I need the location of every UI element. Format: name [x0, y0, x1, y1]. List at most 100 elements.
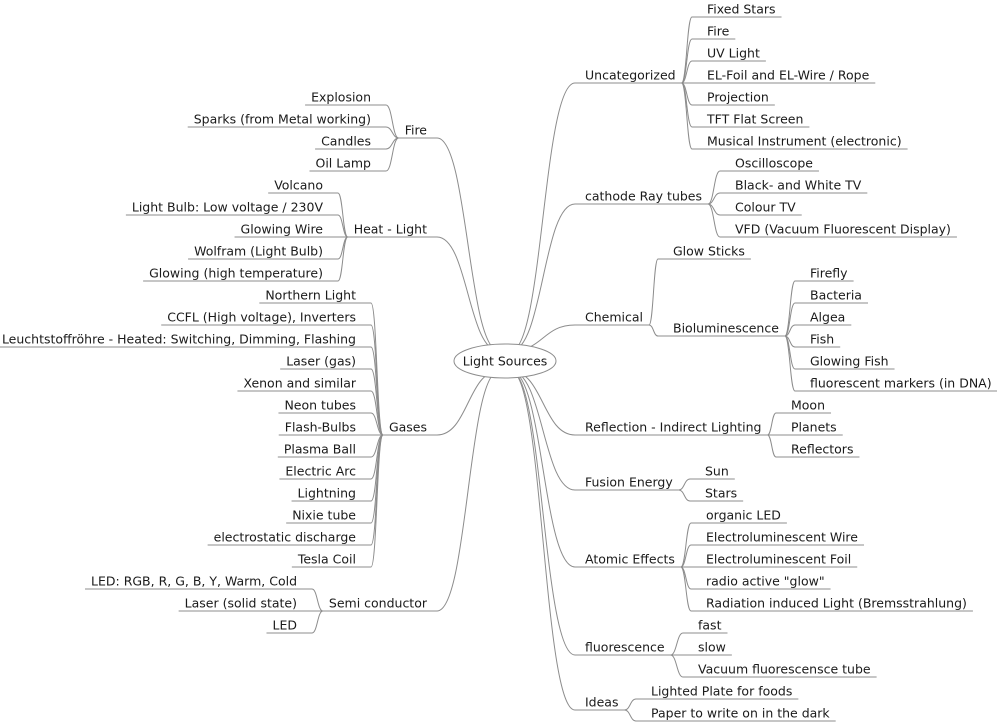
- leaf-glowing-wire[interactable]: Glowing Wire: [241, 222, 324, 237]
- connector-line: [436, 370, 500, 436]
- leaf-radiation-induced-light-bremsstrahlung[interactable]: Radiation induced Light (Bremsstrahlung): [706, 596, 967, 611]
- leaf-lightning[interactable]: Lightning: [298, 486, 356, 501]
- leaf-stars[interactable]: Stars: [705, 486, 737, 501]
- connector-line: [784, 280, 796, 337]
- leaf-light-bulb-low-voltage-230v[interactable]: Light Bulb: Low voltage / 230V: [132, 200, 324, 215]
- connector-line: [784, 335, 796, 392]
- leaf-candles[interactable]: Candles: [321, 134, 371, 149]
- connector-line: [370, 324, 384, 436]
- topic-fluorescence[interactable]: fluorescence: [585, 640, 665, 655]
- connector-line: [385, 126, 399, 139]
- topic-chemical[interactable]: Chemical: [585, 310, 643, 325]
- leaf-sun[interactable]: Sun: [705, 464, 729, 479]
- leaf-leuchtstoffr-hre-heated-switching-dimming-flashing[interactable]: Leuchtstoffröhre - Heated: Switching, Di…: [2, 332, 356, 347]
- leaf-projection[interactable]: Projection: [707, 90, 769, 105]
- subtopic-glow-sticks[interactable]: Glow Sticks: [673, 244, 745, 259]
- leaf-colour-tv[interactable]: Colour TV: [735, 200, 796, 215]
- connector-line: [436, 236, 500, 352]
- topic-uncategorized[interactable]: Uncategorized: [585, 68, 676, 83]
- connector-line: [680, 566, 692, 612]
- leaf-northern-light[interactable]: Northern Light: [265, 288, 356, 303]
- leaf-plasma-ball[interactable]: Plasma Ball: [284, 442, 356, 457]
- leaf-bacteria[interactable]: Bacteria: [810, 288, 862, 303]
- leaf-tesla-coil[interactable]: Tesla Coil: [297, 552, 356, 567]
- connector-lines: [0, 16, 997, 722]
- connector-line: [311, 610, 324, 634]
- connector-line: [370, 390, 384, 436]
- leaf-algea[interactable]: Algea: [810, 310, 845, 325]
- leaf-glowing-fish[interactable]: Glowing Fish: [810, 354, 889, 369]
- topic-gases[interactable]: Gases: [389, 420, 427, 435]
- root-node-label[interactable]: Light Sources: [463, 354, 548, 369]
- connector-line: [681, 38, 693, 84]
- topic-heat-light[interactable]: Heat - Light: [354, 222, 427, 237]
- leaf-firefly[interactable]: Firefly: [810, 266, 848, 281]
- topic-semi-conductor[interactable]: Semi conductor: [329, 596, 428, 611]
- root-node[interactable]: [453, 343, 557, 379]
- connector-line: [784, 324, 796, 337]
- topic-fire[interactable]: Fire: [405, 123, 428, 138]
- leaf-radio-active-glow[interactable]: radio active "glow": [706, 574, 825, 589]
- leaf-glowing-high-temperature[interactable]: Glowing (high temperature): [149, 266, 323, 281]
- topic-reflection-indirect-lighting[interactable]: Reflection - Indirect Lighting: [585, 420, 762, 435]
- leaf-xenon-and-similar[interactable]: Xenon and similar: [243, 376, 356, 391]
- leaf-slow[interactable]: slow: [698, 640, 726, 655]
- leaf-ccfl-high-voltage-inverters[interactable]: CCFL (High voltage), Inverters: [167, 310, 356, 325]
- leaf-tft-flat-screen[interactable]: TFT Flat Screen: [706, 112, 803, 127]
- connector-line: [670, 632, 684, 656]
- leaf-electroluminescent-foil[interactable]: Electroluminescent Foil: [706, 552, 851, 567]
- connector-line: [337, 214, 348, 238]
- leaf-vacuum-fluorescensce-tube[interactable]: Vacuum fluorescensce tube: [698, 662, 871, 677]
- topic-ideas[interactable]: Ideas: [585, 695, 618, 710]
- leaf-fish[interactable]: Fish: [810, 332, 834, 347]
- leaf-wolfram-light-bulb[interactable]: Wolfram (Light Bulb): [194, 244, 323, 259]
- leaf-oscilloscope[interactable]: Oscilloscope: [735, 156, 813, 171]
- connector-line: [624, 698, 637, 711]
- leaf-paper-to-write-on-in-the-dark[interactable]: Paper to write on in the dark: [651, 706, 830, 721]
- connector-line: [707, 170, 721, 205]
- connector-line: [510, 370, 576, 568]
- leaf-electric-arc[interactable]: Electric Arc: [285, 464, 356, 479]
- leaf-uv-light[interactable]: UV Light: [707, 46, 760, 61]
- leaf-explosion[interactable]: Explosion: [311, 90, 371, 105]
- leaf-fluorescent-markers-in-dna[interactable]: fluorescent markers (in DNA): [810, 376, 992, 391]
- subtopic-bioluminescence[interactable]: Bioluminescence: [673, 321, 779, 336]
- leaf-nixie-tube[interactable]: Nixie tube: [292, 508, 356, 523]
- leaf-neon-tubes[interactable]: Neon tubes: [284, 398, 356, 413]
- leaf-musical-instrument-electronic[interactable]: Musical Instrument (electronic): [707, 134, 902, 149]
- leaf-electrostatic-discharge[interactable]: electrostatic discharge: [214, 530, 357, 545]
- topic-fusion-energy[interactable]: Fusion Energy: [585, 475, 673, 490]
- leaf-fixed-stars[interactable]: Fixed Stars: [707, 2, 776, 17]
- leaf-black-and-white-tv[interactable]: Black- and White TV: [735, 178, 862, 193]
- leaf-lighted-plate-for-foods[interactable]: Lighted Plate for foods: [651, 684, 792, 699]
- connector-line: [707, 203, 721, 238]
- connector-line: [510, 203, 576, 352]
- connector-line: [681, 82, 693, 150]
- connector-line: [370, 434, 384, 568]
- leaf-flash-bulbs[interactable]: Flash-Bulbs: [285, 420, 356, 435]
- leaf-organic-led[interactable]: organic LED: [706, 508, 781, 523]
- leaf-oil-lamp[interactable]: Oil Lamp: [316, 156, 372, 171]
- leaf-fast[interactable]: fast: [698, 618, 722, 633]
- leaf-electroluminescent-wire[interactable]: Electroluminescent Wire: [706, 530, 858, 545]
- connector-line: [510, 370, 576, 711]
- leaf-laser-gas[interactable]: Laser (gas): [286, 354, 356, 369]
- connector-line: [707, 192, 721, 205]
- topic-cathode-ray-tubes[interactable]: cathode Ray tubes: [585, 189, 702, 204]
- connector-line: [337, 236, 349, 282]
- leaf-reflectors[interactable]: Reflectors: [791, 442, 853, 457]
- leaf-led-rgb-r-g-b-y-warm-cold[interactable]: LED: RGB, R, G, B, Y, Warm, Cold: [91, 574, 297, 589]
- leaf-led[interactable]: LED: [273, 618, 298, 633]
- leaf-planets[interactable]: Planets: [791, 420, 837, 435]
- leaf-moon[interactable]: Moon: [791, 398, 825, 413]
- leaf-fire[interactable]: Fire: [707, 24, 730, 39]
- leaf-volcano[interactable]: Volcano: [274, 178, 323, 193]
- leaf-vfd-vacuum-fluorescent-display[interactable]: VFD (Vacuum Fluorescent Display): [735, 222, 951, 237]
- connector-line: [385, 104, 399, 139]
- topic-atomic-effects[interactable]: Atomic Effects: [585, 552, 675, 567]
- leaf-laser-solid-state[interactable]: Laser (solid state): [185, 596, 297, 611]
- connector-line: [510, 370, 576, 491]
- leaf-el-foil-and-el-wire-rope[interactable]: EL-Foil and EL-Wire / Rope: [707, 68, 870, 83]
- leaf-sparks-from-metal-working[interactable]: Sparks (from Metal working): [194, 112, 371, 127]
